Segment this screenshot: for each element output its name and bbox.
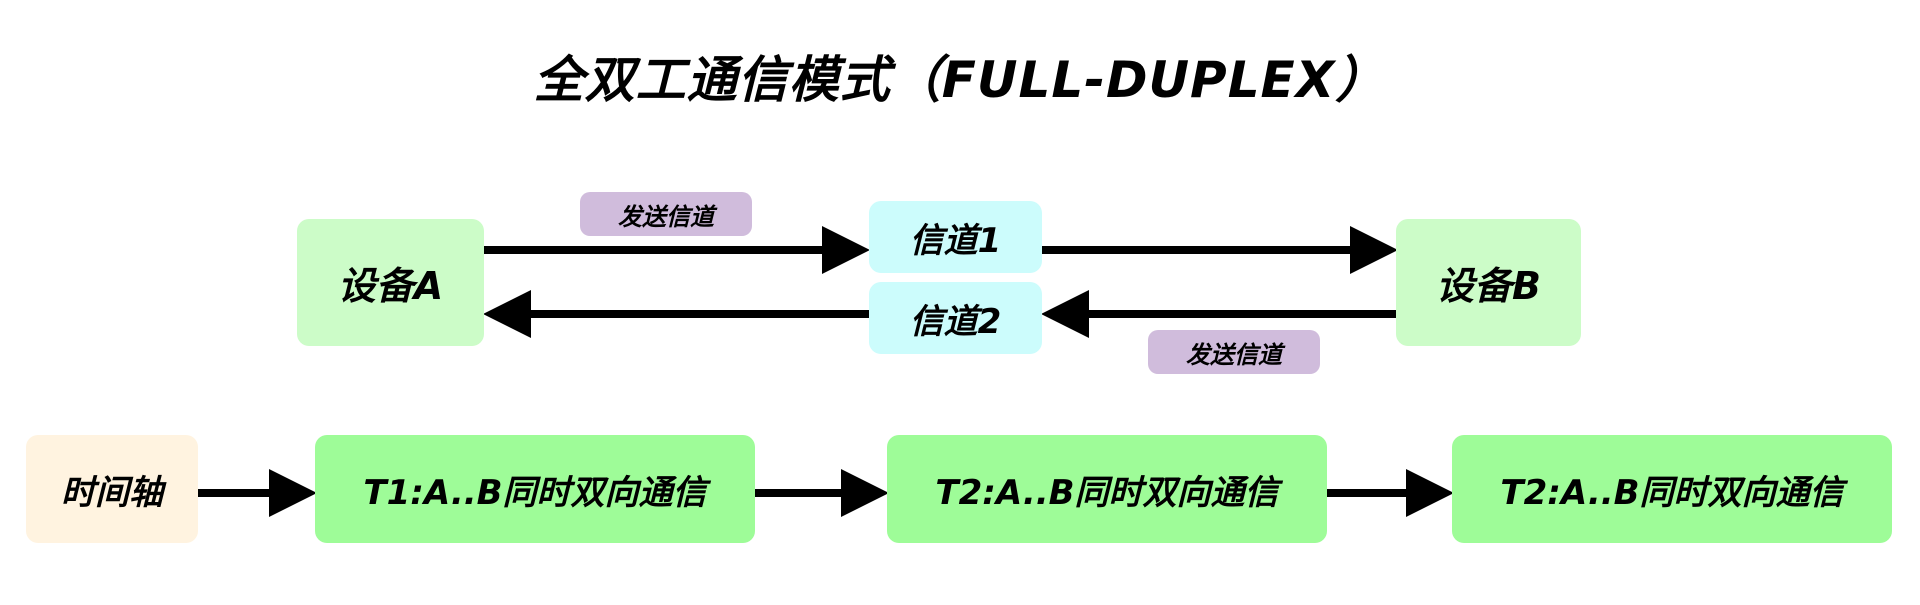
timeline-step-3-label: T2:A..B同时双向通信 — [1500, 472, 1844, 513]
device-a-node: 设备A — [297, 219, 484, 346]
timeline-step-1: T1:A..B同时双向通信 — [315, 435, 755, 543]
device-b-label: 设备B — [1436, 264, 1541, 308]
send-channel-tag-bottom-label: 发送信道 — [1186, 340, 1282, 369]
timeline-step-3: T2:A..B同时双向通信 — [1452, 435, 1892, 543]
timeline-step-1-label: T1:A..B同时双向通信 — [363, 472, 707, 513]
channel-1-label: 信道1 — [909, 220, 1002, 261]
send-channel-tag-top-label: 发送信道 — [618, 202, 714, 231]
device-b-node: 设备B — [1396, 219, 1581, 346]
send-channel-tag-bottom: 发送信道 — [1148, 330, 1320, 374]
timeline-label-node: 时间轴 — [26, 435, 198, 543]
send-channel-tag-top: 发送信道 — [580, 192, 752, 236]
timeline-step-2: T2:A..B同时双向通信 — [887, 435, 1327, 543]
diagram-title: 全双工通信模式（FULL-DUPLEX） — [533, 51, 1387, 109]
channel-2-label: 信道2 — [909, 301, 1002, 342]
timeline-label: 时间轴 — [61, 472, 163, 513]
channel-1-node: 信道1 — [869, 201, 1042, 273]
channel-2-node: 信道2 — [869, 282, 1042, 354]
timeline-step-2-label: T2:A..B同时双向通信 — [935, 472, 1279, 513]
device-a-label: 设备A — [337, 264, 444, 308]
